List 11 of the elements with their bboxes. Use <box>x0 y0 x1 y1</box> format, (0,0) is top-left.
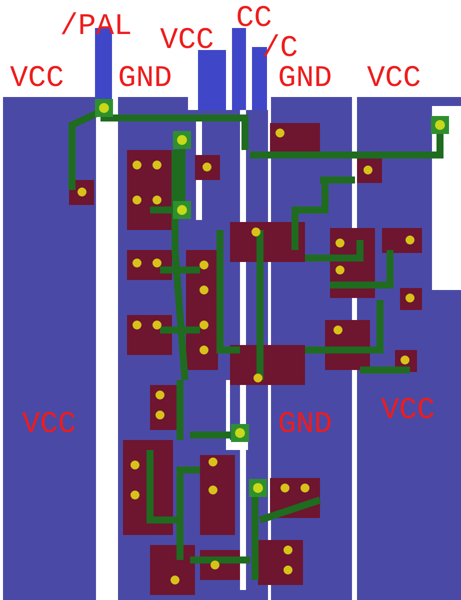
net-label: VCC <box>367 64 422 94</box>
net-label: GND <box>278 64 332 94</box>
net-label: GND <box>118 64 172 94</box>
net-label: VCC <box>381 396 436 426</box>
net-label: VCC <box>10 64 64 94</box>
net-label: GND <box>278 410 332 440</box>
net-label: /PAL <box>60 12 132 42</box>
net-label: VCC <box>22 410 76 440</box>
net-label: CC <box>236 4 272 34</box>
net-label: /C <box>262 34 298 64</box>
net-label: VCC <box>160 26 214 56</box>
